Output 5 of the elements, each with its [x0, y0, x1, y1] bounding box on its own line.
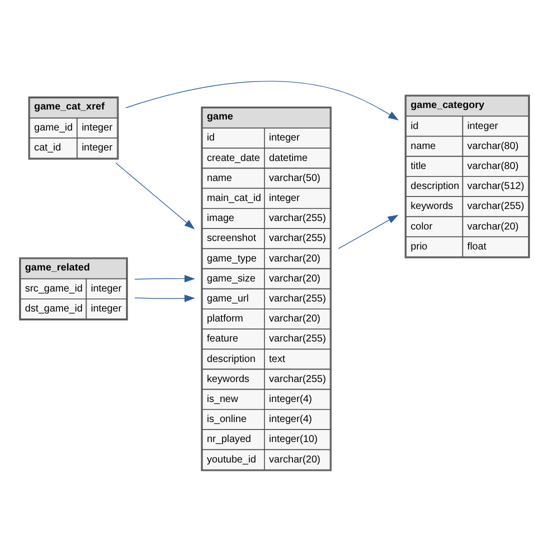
arrow [134, 274, 196, 282]
arrow [125, 80, 399, 120]
arrow [338, 214, 398, 249]
arrow [134, 294, 196, 302]
arrow [115, 162, 195, 230]
